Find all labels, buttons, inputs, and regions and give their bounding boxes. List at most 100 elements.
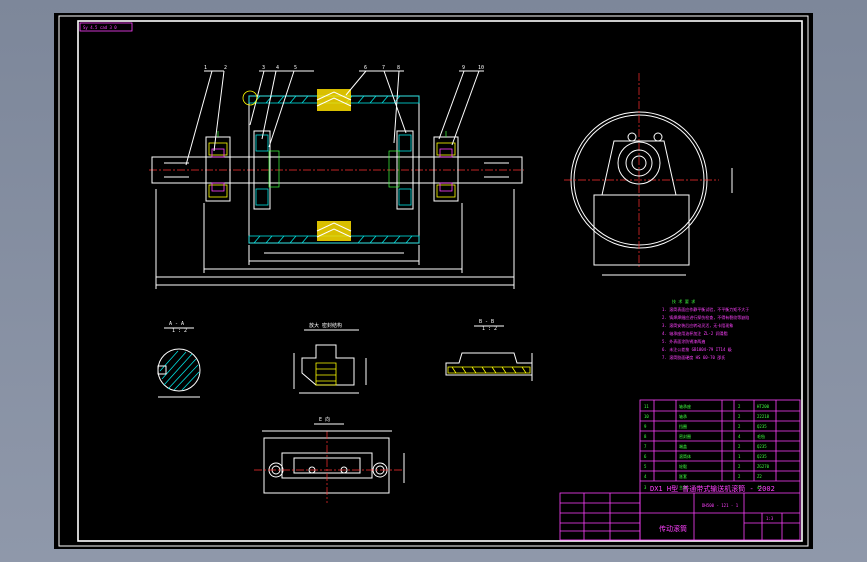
left-hub <box>253 130 271 210</box>
pl-row-3-mat: Q235 <box>757 424 767 429</box>
right-bearing-housing <box>433 131 459 202</box>
corner-tag-box <box>79 22 133 32</box>
tech-req-title: 技 术 要 求 <box>672 298 695 304</box>
pl-row-6-mat: Q235 <box>757 454 767 459</box>
pl-row-1-name: 轴承座 <box>679 403 691 409</box>
pl-row-1-no: 11 <box>644 404 649 409</box>
pl-row-9-qty: 1 <box>738 485 741 490</box>
pl-row-3-name: 挡圈 <box>679 423 687 429</box>
pl-row-4-qty: 4 <box>738 434 741 439</box>
tech-req-line-1: 1. 滚筒表面应作静平衡试验，不平衡力矩不大于 <box>662 306 749 312</box>
rubber-section-label: B - B <box>479 319 494 325</box>
pl-row-3-no: 9 <box>644 424 647 429</box>
shaft-section-label: A - A <box>169 321 184 327</box>
left-bearing-housing <box>205 131 231 202</box>
pl-row-2-no: 10 <box>644 414 649 419</box>
side-view <box>564 73 733 276</box>
sheet-inner-border <box>77 20 803 542</box>
shell-hatching <box>253 95 413 244</box>
title-block: 11 轴承座 2 HT200 10 轴承 2 22218 9 挡圈 2 Q235… <box>559 399 801 541</box>
balloon-2: 2 <box>224 65 227 71</box>
rubber-section-scale: 1 : 2 <box>482 326 497 332</box>
pl-row-8-no: 4 <box>644 474 647 479</box>
pl-row-6-qty: 1 <box>738 454 741 459</box>
balloon-9: 9 <box>462 65 465 71</box>
bearing-bottom-view: E 向 <box>254 416 405 503</box>
pl-row-3-qty: 2 <box>738 424 741 429</box>
pl-row-7-qty: 2 <box>738 464 741 469</box>
lagging-top <box>316 89 352 111</box>
right-hub-hatch-top <box>398 134 412 152</box>
tech-req-line-7: 7. 滚筒胶面硬度 HS 60-70 邵氏 <box>662 354 725 360</box>
signature-block <box>559 492 641 541</box>
pl-row-4-name: 密封圈 <box>679 433 691 439</box>
right-hub-hatch-bottom <box>398 188 412 206</box>
detail-circle <box>242 90 258 106</box>
shaft-outline <box>151 156 523 184</box>
tech-req-line-6: 6. 未注公差按 GB1804-79 IT14 级 <box>662 346 732 352</box>
pl-row-5-name: 端盖 <box>679 443 687 449</box>
balloon-1: 1 <box>204 65 207 71</box>
balloon-4: 4 <box>276 65 279 71</box>
left-hub-hatch-bottom <box>255 188 269 206</box>
seal-section-label: 放大 密封结构 <box>309 322 342 329</box>
cad-drawing-viewport[interactable]: Sy 4.5 cad 3 0 <box>54 13 813 549</box>
bearing-housing-side <box>601 140 677 196</box>
pl-row-7-no: 5 <box>644 464 647 469</box>
scale-value: 1:3 <box>766 516 774 521</box>
title-block-frame <box>639 399 801 541</box>
left-hub-hatch-top <box>255 134 269 152</box>
pl-row-2-name: 轴承 <box>679 413 687 419</box>
shaft-section-view: A - A 1 : 2 <box>157 321 201 398</box>
rubber-section-view: B - B 1 : 2 <box>445 319 533 381</box>
shaft-section-scale: 1 : 2 <box>172 328 187 334</box>
drum-shell <box>248 95 420 244</box>
pl-row-1-qty: 2 <box>738 404 741 409</box>
balloon-7: 7 <box>382 65 385 71</box>
pl-row-7-name: 轮毂 <box>679 463 687 469</box>
bearing-view-label: E 向 <box>319 416 330 423</box>
tech-req-line-3: 3. 滚筒安装后应转动灵活，无卡阻现象 <box>662 322 733 328</box>
pl-row-9-mat: 45 <box>757 485 762 490</box>
main-section-view: 1 2 3 4 5 6 7 8 9 10 <box>149 65 524 289</box>
lagging-bottom <box>316 221 352 241</box>
balloon-10: 10 <box>478 65 484 71</box>
balloon-3: 3 <box>262 65 265 71</box>
pl-row-1-mat: HT200 <box>757 404 770 409</box>
pl-row-5-no: 7 <box>644 444 647 449</box>
drawing-number: DH500 - 121 - 1 <box>702 503 739 508</box>
sheet-outer-border <box>58 15 809 547</box>
balloon-5: 5 <box>294 65 297 71</box>
seal-detail-view: 放大 密封结构 <box>293 322 367 394</box>
pl-row-9-name: 主轴 <box>679 484 687 490</box>
main-dimensions <box>155 189 515 289</box>
pl-row-4-mat: 毛毡 <box>757 433 765 439</box>
pl-row-8-mat: Z2 <box>757 474 762 479</box>
right-expansion-sleeve <box>388 150 400 188</box>
pl-row-4-no: 8 <box>644 434 647 439</box>
pl-row-5-mat: Q235 <box>757 444 767 449</box>
balloon-6: 6 <box>364 65 367 71</box>
pl-row-8-qty: 2 <box>738 474 741 479</box>
tech-req-line-5: 5. 外表面涂防锈漆两遍 <box>662 338 705 344</box>
title-line: DX1 H型 普通带式输送机滚筒 - 2002 <box>650 484 775 493</box>
tech-req-line-2: 2. 铸焊焊缝应进行探伤检查，不得有裂纹等缺陷 <box>662 314 749 320</box>
pl-row-7-mat: ZG270 <box>757 464 770 469</box>
left-expansion-sleeve <box>268 150 280 188</box>
pl-row-2-qty: 2 <box>738 414 741 419</box>
pl-row-2-mat: 22218 <box>757 414 770 419</box>
parts-list-grid <box>640 400 800 494</box>
pl-row-5-qty: 2 <box>738 444 741 449</box>
balloon-8: 8 <box>397 65 400 71</box>
drawing-canvas: Sy 4.5 cad 3 0 <box>58 15 809 547</box>
tech-requirements: 技 术 要 求 1. 滚筒表面应作静平衡试验，不平衡力矩不大于 2. 铸焊焊缝应… <box>662 298 749 360</box>
tech-req-line-4: 4. 轴承座用油杯加注 ZL-2 润滑脂 <box>662 330 728 336</box>
bearing-circle <box>617 141 661 185</box>
balloon-leaders <box>185 70 484 166</box>
pl-row-6-name: 滚筒体 <box>679 453 691 459</box>
pl-row-8-name: 胀套 <box>679 473 687 479</box>
pl-row-9-no: 3 <box>644 485 647 490</box>
bearing-plate <box>263 437 390 494</box>
pl-row-6-no: 6 <box>644 454 647 459</box>
corner-tag: Sy 4.5 cad 3 0 <box>83 25 117 30</box>
